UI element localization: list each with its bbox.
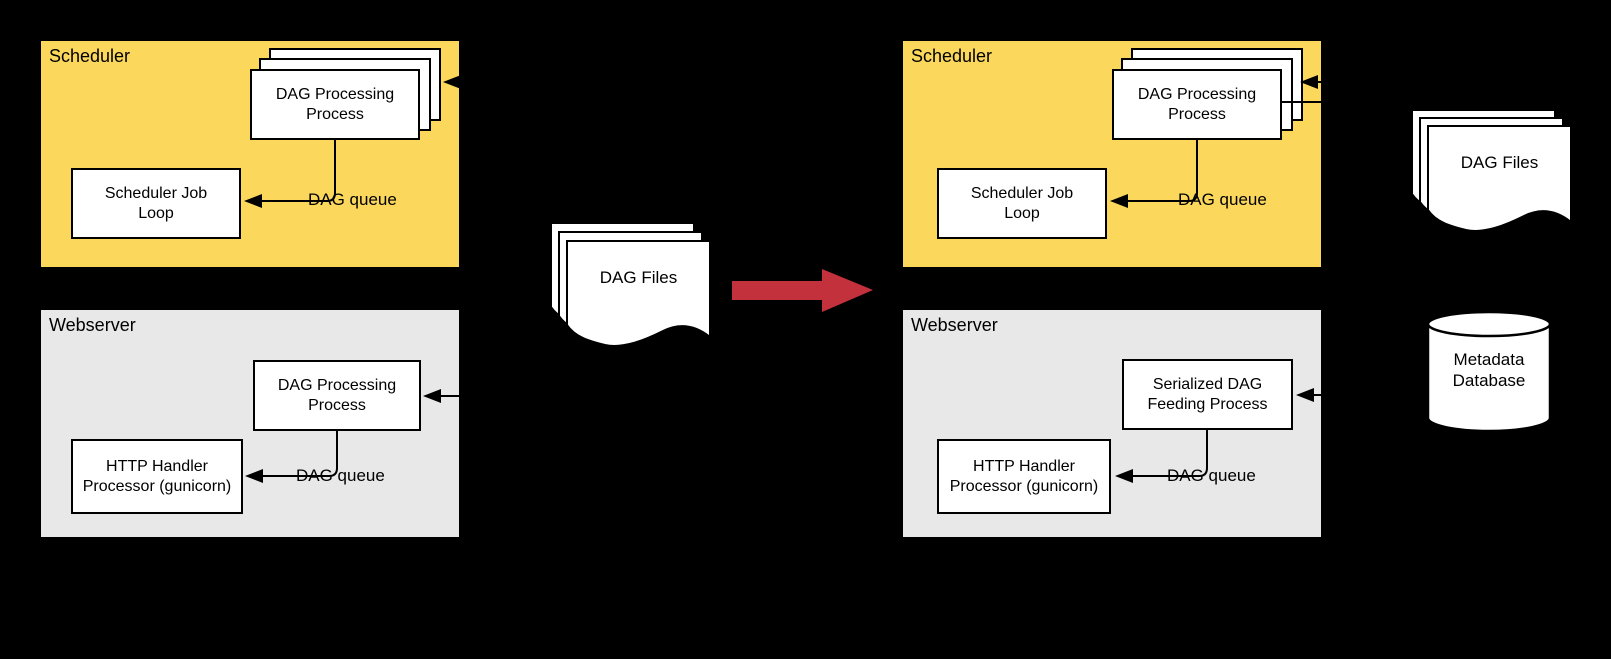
right-webserver-label: Webserver bbox=[911, 315, 998, 335]
left-scheduler-label: Scheduler bbox=[49, 46, 131, 66]
left-webserver-incoming-arrow bbox=[423, 389, 545, 403]
left-scheduler-queue-connector bbox=[244, 138, 336, 208]
metadata-database-icon bbox=[1426, 310, 1552, 433]
right-dag-files-label: DAG Files bbox=[1460, 153, 1539, 172]
left-webserver-queue-connector bbox=[245, 429, 338, 483]
right-dag-processing-process-node: DAG Processing Process bbox=[1112, 69, 1282, 140]
center-dag-files-icon bbox=[550, 222, 711, 347]
right-webserver-queue-connector bbox=[1115, 428, 1208, 483]
right-scheduler-job-loop-node: Scheduler Job Loop bbox=[937, 168, 1107, 239]
right-serialized-dag-feeding-node: Serialized DAG Feeding Process bbox=[1122, 359, 1293, 430]
right-scheduler-incoming-arrow bbox=[1300, 75, 1408, 89]
right-http-handler-node: HTTP Handler Processor (gunicorn) bbox=[937, 439, 1111, 514]
right-scheduler-label: Scheduler bbox=[911, 46, 993, 66]
left-webserver-dag-processing-node: DAG Processing Process bbox=[253, 360, 421, 431]
center-dag-files-label: DAG Files bbox=[599, 268, 678, 287]
left-http-handler-node: HTTP Handler Processor (gunicorn) bbox=[71, 439, 243, 514]
right-scheduler-queue-connector bbox=[1110, 138, 1198, 208]
left-scheduler-job-loop-node: Scheduler Job Loop bbox=[71, 168, 241, 239]
left-webserver-dag-queue-label: DAG queue bbox=[296, 466, 385, 485]
right-scheduler-dag-queue-label: DAG queue bbox=[1178, 190, 1267, 209]
left-dag-processing-process-node: DAG Processing Process bbox=[250, 69, 420, 140]
left-scheduler-incoming-arrow bbox=[443, 75, 545, 89]
right-webserver-incoming-arrow bbox=[1296, 388, 1426, 402]
red-transition-arrow bbox=[732, 269, 873, 312]
left-scheduler-dag-queue-label: DAG queue bbox=[308, 190, 397, 209]
right-webserver-dag-queue-label: DAG queue bbox=[1167, 466, 1256, 485]
metadata-database-label: Metadata Database bbox=[1452, 350, 1526, 391]
left-webserver-label: Webserver bbox=[49, 315, 136, 335]
right-dag-files-icon bbox=[1411, 109, 1572, 232]
